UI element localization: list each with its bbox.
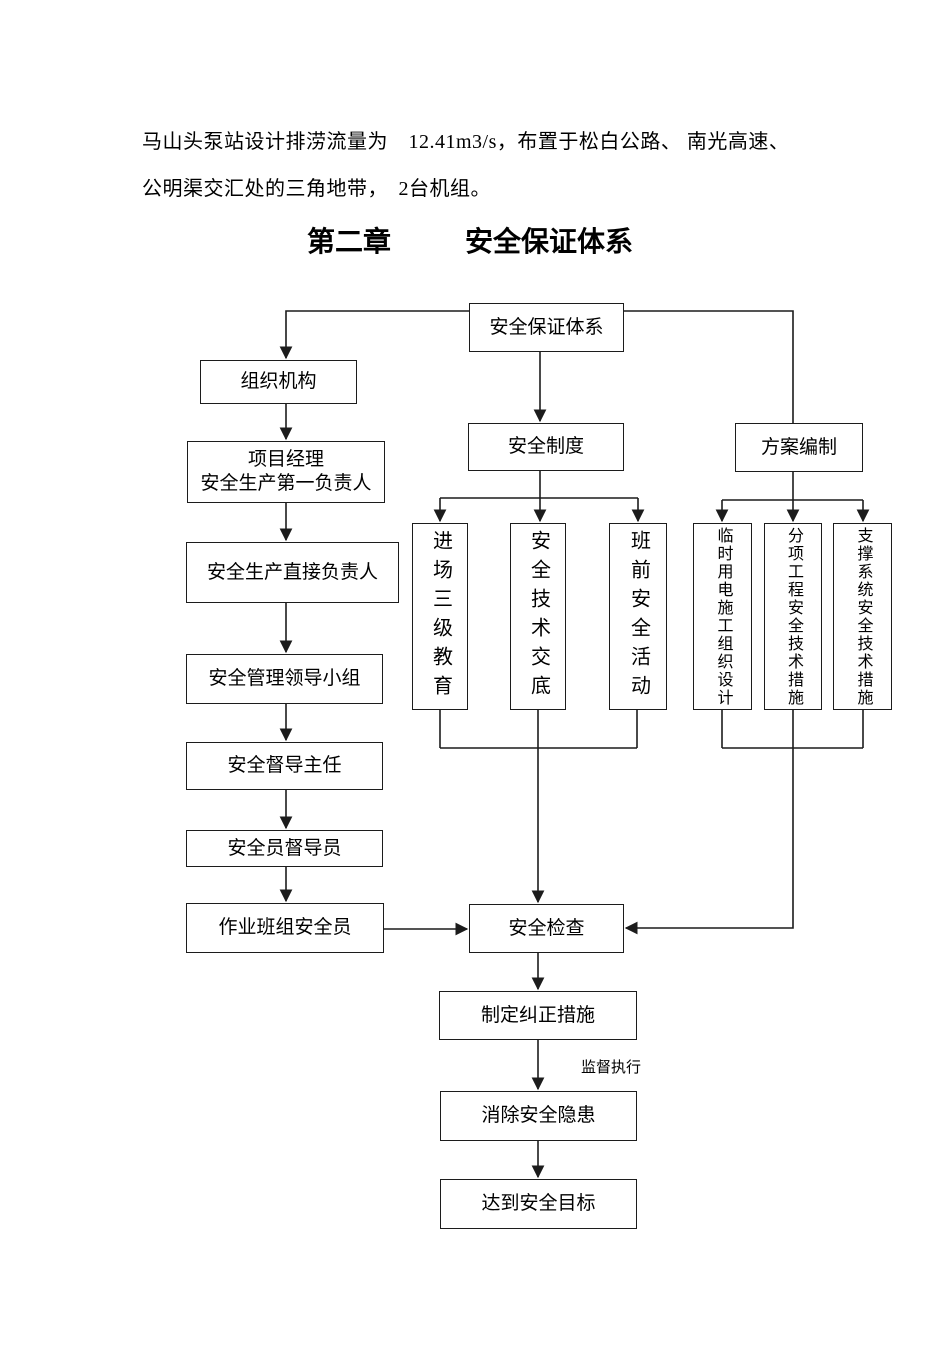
flow-node-organization: 组织机构 xyxy=(200,360,357,404)
flow-node-safety-supervisor: 安全员督导员 xyxy=(186,830,383,867)
flow-node-project-manager-line1: 项目经理 xyxy=(247,449,324,471)
flow-node-team-safety-officer: 作业班组安全员 xyxy=(186,903,384,953)
chapter-name: 安全保证体系 xyxy=(465,227,634,258)
flow-node-safety-rules: 安全制度 xyxy=(468,423,624,471)
flow-node-eliminate-hazards: 消除安全隐患 xyxy=(440,1091,637,1141)
intro-paragraph-line2: 公明渠交汇处的三角地带， 2台机组。 xyxy=(142,178,491,200)
flow-node-tech-disclosure: 安全技术交底 xyxy=(510,523,566,710)
flow-node-corrective-measures: 制定纠正措施 xyxy=(439,991,637,1040)
flow-node-project-manager-line2: 安全生产第一负责人 xyxy=(200,473,372,494)
flow-node-plan-compilation: 方案编制 xyxy=(735,423,863,472)
edge-label-supervise-execute: 监督执行 xyxy=(581,1060,642,1076)
chapter-title: 第二章 安全保证体系 xyxy=(307,220,633,260)
flow-node-subproject-measures: 分项工程安全技术措施 xyxy=(764,523,822,710)
flow-node-safety-inspection: 安全检查 xyxy=(469,904,624,953)
flow-node-direct-responsible: 安全生产直接负责人 xyxy=(186,542,399,603)
flow-node-support-system-measures: 支撑系统安全技术措施 xyxy=(833,523,892,710)
flow-node-project-manager: 项目经理 安全生产第一负责人 xyxy=(187,441,385,503)
flow-node-entry-education: 进场三级教育 xyxy=(412,523,468,710)
flow-node-safety-assurance-system: 安全保证体系 xyxy=(469,303,624,352)
flow-node-pre-shift-activity: 班前安全活动 xyxy=(609,523,667,710)
flow-node-safety-goal: 达到安全目标 xyxy=(440,1179,637,1229)
chapter-number: 第二章 xyxy=(307,227,392,258)
flow-node-temp-electric-design: 临时用电施工组织设计 xyxy=(693,523,752,710)
intro-paragraph-line1: 马山头泵站设计排涝流量为 12.41m3/s，布置于松白公路、 南光高速、 xyxy=(142,131,790,153)
flow-node-leading-group: 安全管理领导小组 xyxy=(186,654,383,704)
flow-node-supervision-director: 安全督导主任 xyxy=(186,742,383,790)
